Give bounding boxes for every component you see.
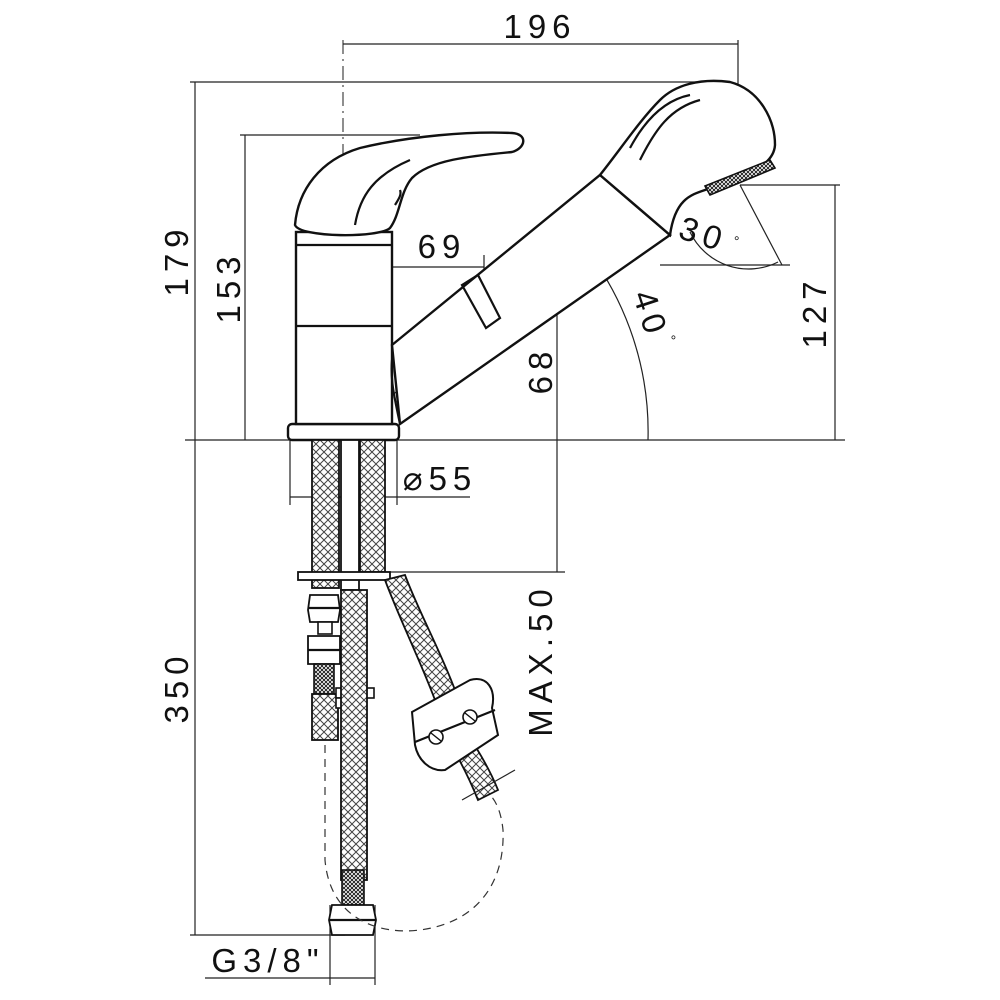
angle-head-label: 30 °: [675, 209, 741, 259]
dim-total-length: 196: [503, 8, 576, 45]
dim-spout-height: 68: [522, 346, 559, 395]
dim-max-thickness: MAX.50: [522, 583, 559, 736]
dim-hose-length: 350: [158, 650, 195, 723]
angle-spout-value: 40: [626, 286, 676, 344]
hoses-and-fittings: [297, 439, 516, 936]
dim-thread: G3/8": [211, 942, 324, 979]
hose-weight: [410, 678, 500, 772]
spray-head: [598, 79, 777, 238]
dim-base-diameter: ⌀55: [403, 460, 478, 497]
dim-handle-height: 153: [210, 250, 247, 323]
lever-handle: [293, 131, 525, 237]
dimension-lines: [185, 40, 845, 985]
dim-spout-reach: 69: [418, 228, 467, 265]
faucet-body: [286, 79, 777, 442]
angle-spout-degree: °: [662, 333, 679, 343]
spray-nozzle: [703, 159, 777, 197]
dim-head-height: 127: [796, 275, 833, 348]
angle-head-value: 30: [675, 209, 733, 259]
dim-total-height: 179: [158, 223, 195, 296]
angle-head-degree: °: [731, 232, 741, 249]
